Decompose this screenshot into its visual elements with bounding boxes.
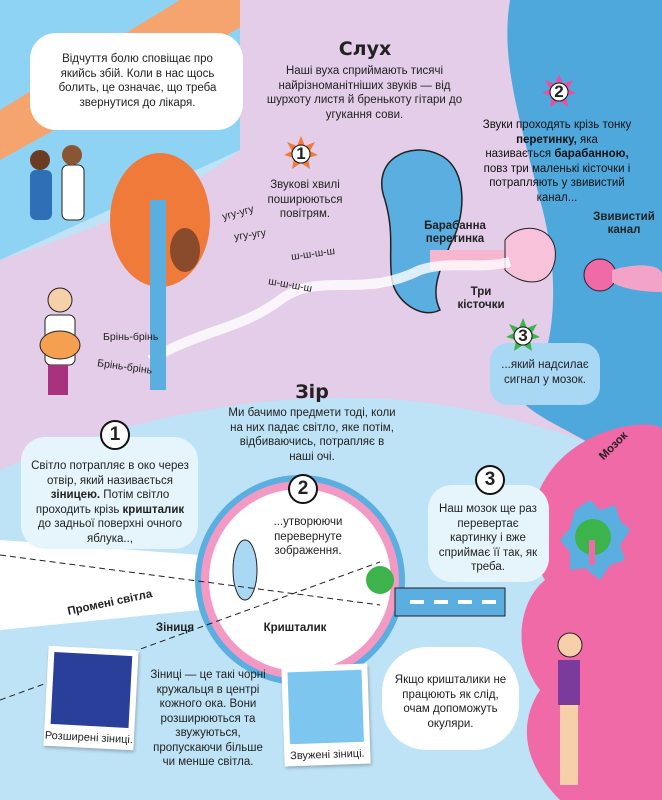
label-eardrum: Барабанна перетинка	[424, 220, 486, 245]
vision-step1-number: 1	[100, 420, 130, 450]
label-ossicles: Три кісточки	[457, 286, 505, 311]
photo-constricted-pupils: Звужені зіниці.	[281, 663, 371, 767]
label-pupil: Зіниця	[155, 622, 195, 634]
pain-speech-bubble	[30, 33, 243, 130]
photo1-caption: Розширені зіниці.	[44, 729, 134, 747]
hearing-step1-number: 1	[296, 144, 306, 163]
photo-dilated-pupils: Розширені зіниці.	[43, 645, 139, 751]
vision-step2-number: 2	[288, 474, 318, 504]
child-portrait-sunny	[287, 669, 364, 745]
vision-step1-box	[21, 437, 198, 549]
pain-bubble-text: Відчуття болю сповіщає про якийсь збій. …	[58, 53, 217, 109]
child-portrait-night	[50, 652, 133, 729]
vision-intro: Ми бачимо предмети тоді, коли на них пад…	[228, 407, 396, 463]
step2-part: повз три маленькі кісточки і потрапляють…	[483, 162, 631, 204]
vision-step3-number: 3	[475, 465, 505, 495]
step1-term-pupil: зіницею.	[50, 489, 101, 501]
pupils-text: Зіниці — це такі чорні кружальця в центр…	[150, 669, 266, 768]
vision-step3-text: Наш мозок ще раз перевертає картинку і в…	[438, 503, 538, 573]
step1-part: Світло потрапляє в око через отвір, який…	[31, 460, 189, 487]
hearing-step3-badge: 3	[506, 318, 540, 352]
hearing-title: Слух	[338, 38, 392, 60]
step2-part: яка називається	[485, 133, 598, 161]
hearing-step1-text: Звукові хвилі поширюються повітрям.	[267, 179, 343, 220]
hearing-step3-number: 3	[518, 326, 528, 345]
step2-term-membrane: перетинку,	[516, 133, 577, 146]
vision-step3-box	[428, 485, 549, 582]
star-badge-icon	[542, 74, 576, 107]
hearing-step3-text: ...який надсилає сигнал у мозок.	[501, 359, 589, 386]
step1-term-lens: кришталик	[122, 503, 185, 516]
vision-title: Зір	[295, 381, 329, 403]
vision-step2-text: ...утворюючи перевернуте зображення.	[273, 516, 343, 557]
hearing-intro: Наші вуха сприймають тисячі найрізномані…	[266, 65, 463, 121]
hearing-step1-badge: 1	[284, 136, 318, 170]
star-badge-icon	[506, 318, 540, 351]
step2-term-eardrum: барабанною,	[554, 148, 629, 160]
label-lens: Кришталик	[263, 622, 327, 634]
hearing-step3-box	[490, 343, 600, 405]
hearing-step2-badge: 2	[542, 74, 576, 108]
sound-guitar-1: Брінь-брінь	[103, 331, 159, 343]
glasses-speech-bubble	[382, 647, 519, 750]
vision-step1-text: Світло потрапляє в око через отвір, який…	[30, 459, 190, 546]
step1-part: Потім світло проходить крізь	[35, 489, 170, 516]
star-badge-icon	[284, 136, 318, 169]
step2-part: Звуки проходять крізь тонку	[482, 119, 632, 131]
label-cochlea: Звивистий канал	[593, 211, 655, 236]
hearing-step2-number: 2	[554, 82, 564, 101]
hearing-step2-text: Звуки проходять крізь тонку перетинку, я…	[482, 118, 632, 205]
step1-part: до задньої поверхні очного яблука..,	[37, 518, 183, 545]
glasses-bubble-text: Якщо кришталики не працюють як слід, оча…	[394, 674, 507, 730]
photo2-caption: Звужені зіниці.	[289, 747, 365, 763]
